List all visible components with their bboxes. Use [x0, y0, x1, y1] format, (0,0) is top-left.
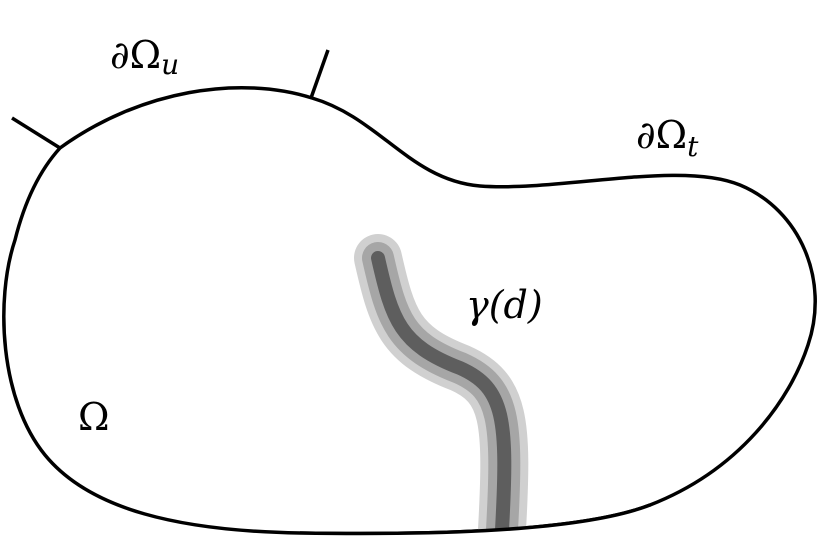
domain-boundary-bottom [299, 503, 651, 536]
boundary-t-label: ∂Ωt [636, 113, 699, 163]
boundary-u-sub: u [161, 48, 179, 81]
boundary-t-sub: t [687, 130, 699, 163]
crack-band [354, 234, 529, 539]
support-tick-right [309, 49, 330, 99]
crack-label: γ(d) [466, 283, 543, 327]
domain-label: Ω [78, 395, 110, 439]
outside-mask [300, 505, 650, 539]
crack-inner-band [371, 251, 512, 537]
boundary-u-main: ∂Ω [110, 33, 161, 77]
support-tick-left [11, 116, 61, 150]
domain-boundary [2, 85, 817, 536]
boundary-u-label: ∂Ωu [110, 33, 179, 81]
boundary-t-main: ∂Ω [636, 113, 687, 157]
